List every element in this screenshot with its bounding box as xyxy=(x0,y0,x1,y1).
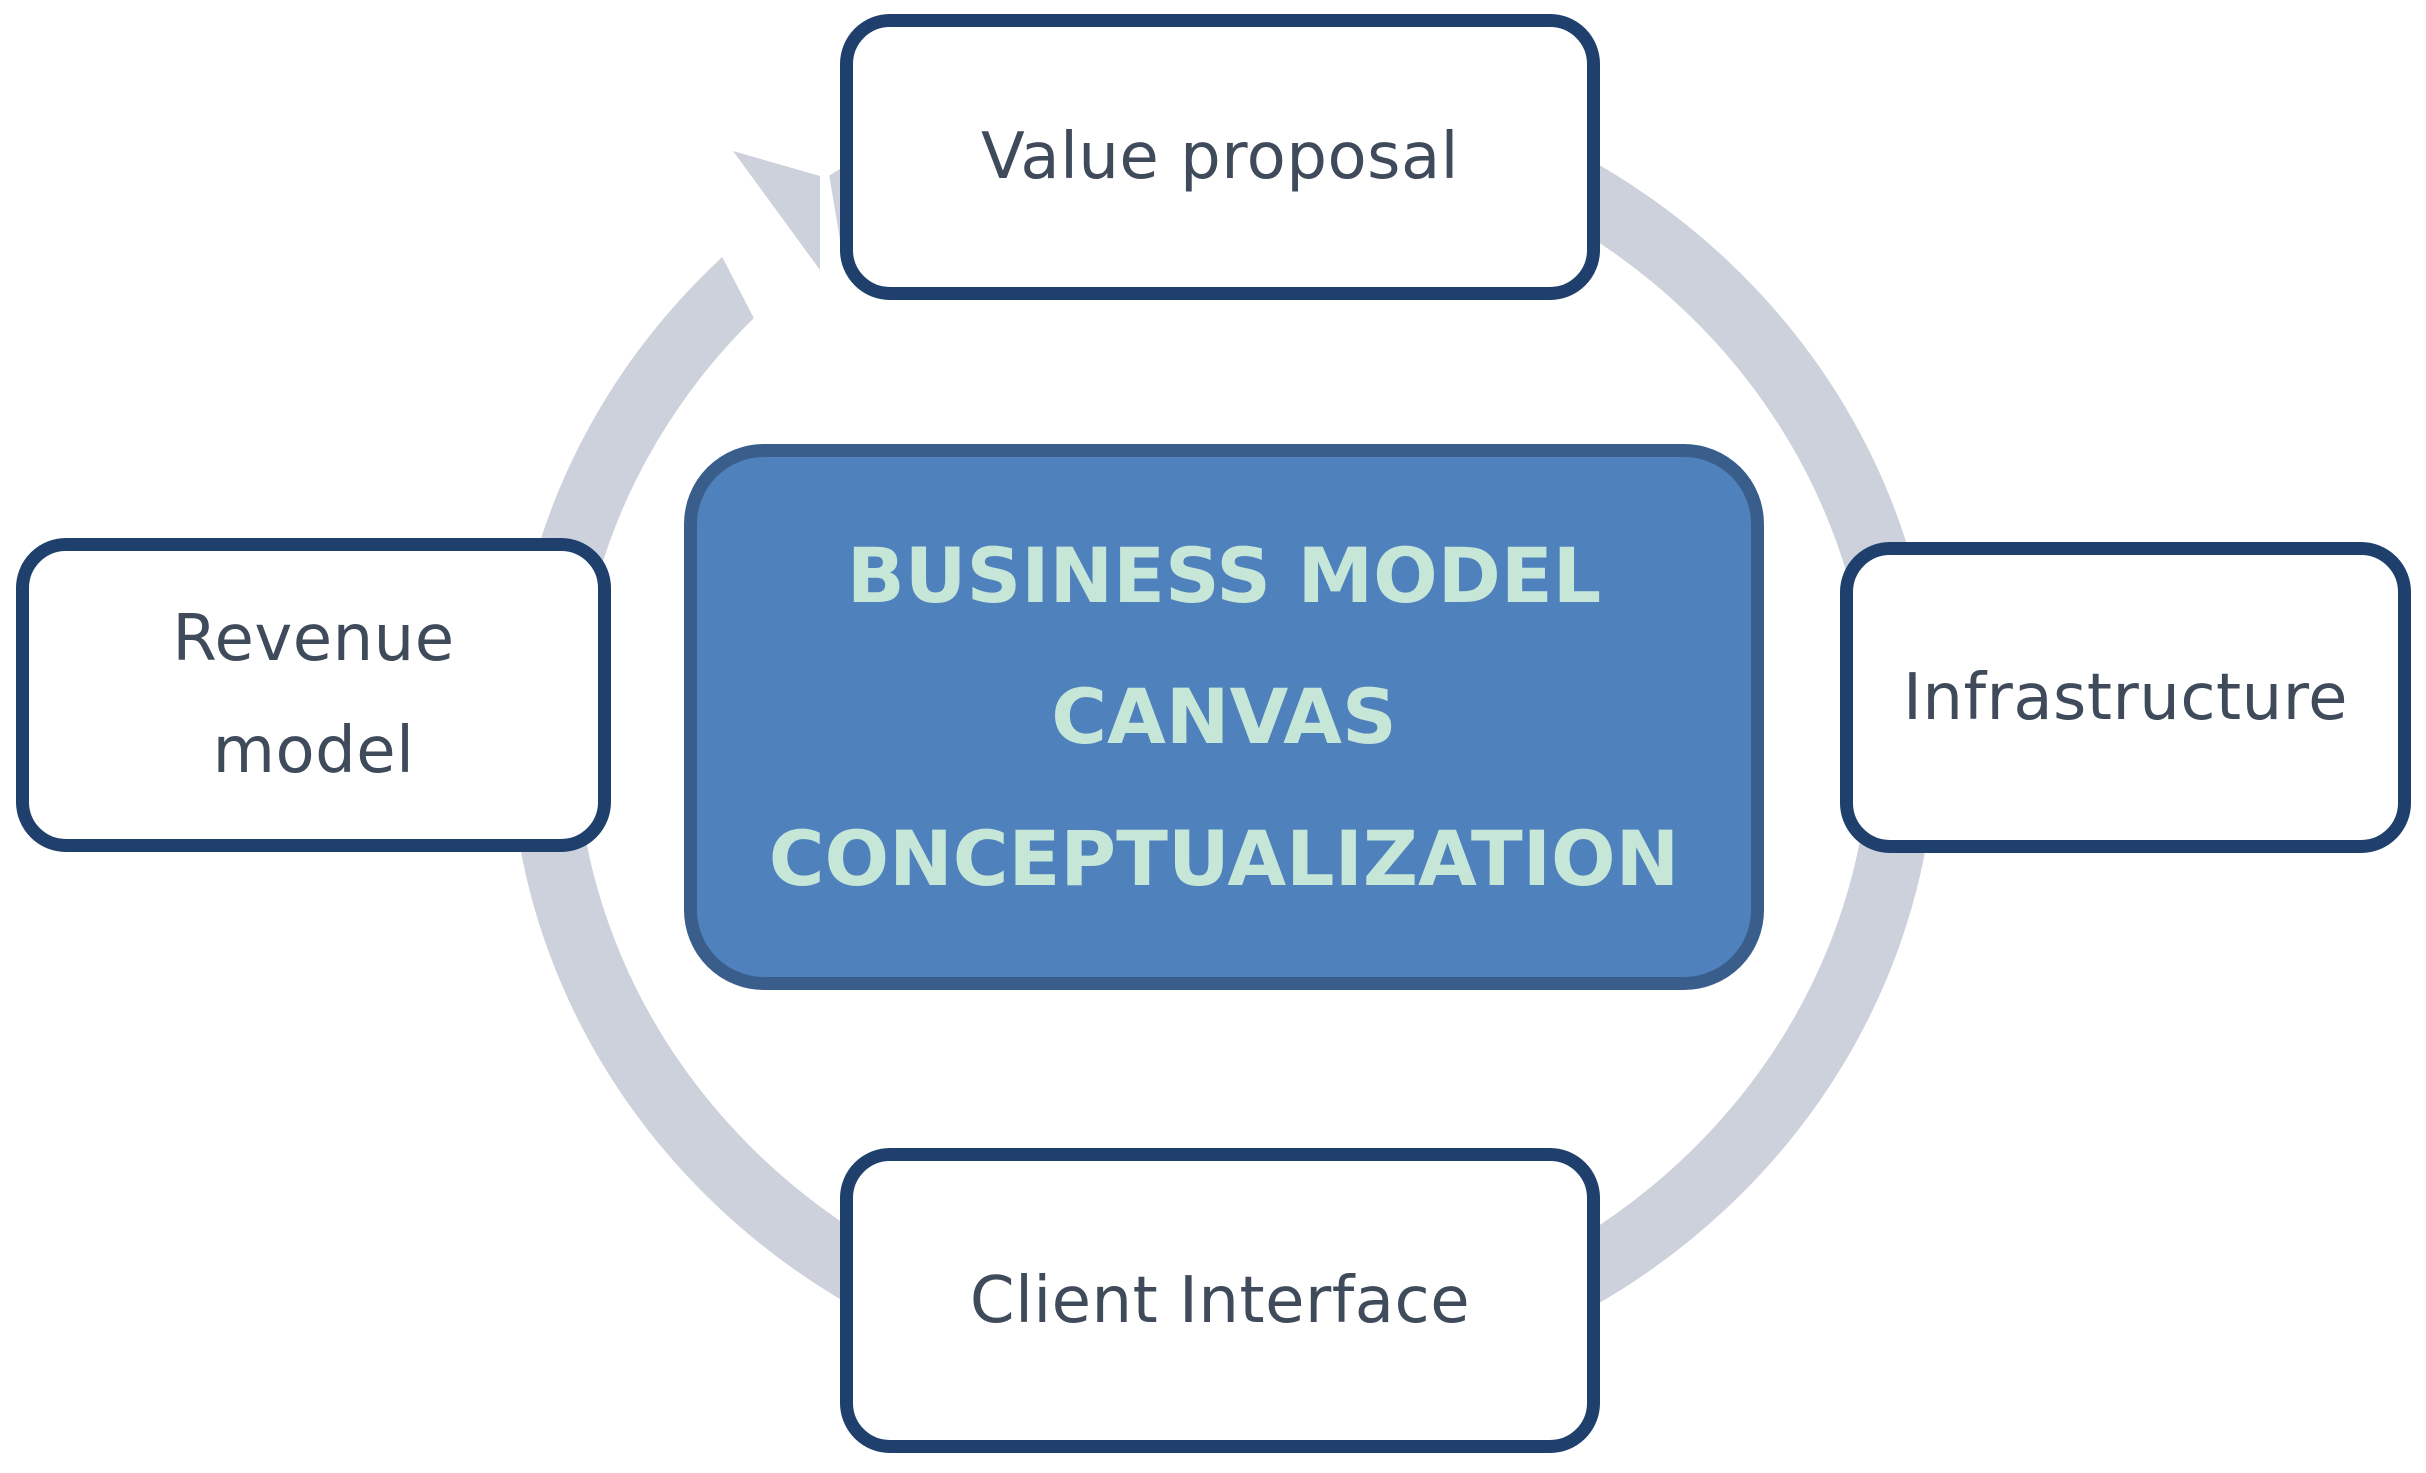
value-proposal-label: Value proposal xyxy=(981,120,1459,194)
infrastructure-box: Infrastructure xyxy=(1840,542,2411,853)
client-interface-label: Client Interface xyxy=(969,1263,1471,1338)
center-title-line-2: CANVAS xyxy=(1051,672,1397,762)
center-title-line-3: CONCEPTUALIZATION xyxy=(768,813,1680,903)
value-proposal-box: Value proposal xyxy=(840,14,1600,300)
center-title-box: BUSINESS MODEL CANVAS CONCEPTUALIZATION xyxy=(684,444,1764,990)
revenue-model-box: Revenue model xyxy=(16,538,611,852)
cycle-ring-gap xyxy=(700,120,850,330)
cycle-arrowhead xyxy=(733,151,820,270)
revenue-model-label-line-1: Revenue xyxy=(172,602,455,676)
client-interface-box: Client Interface xyxy=(840,1148,1600,1453)
center-title-line-1: BUSINESS MODEL xyxy=(846,530,1602,620)
revenue-model-label-line-2: model xyxy=(212,714,415,788)
infrastructure-label: Infrastructure xyxy=(1903,660,2348,735)
